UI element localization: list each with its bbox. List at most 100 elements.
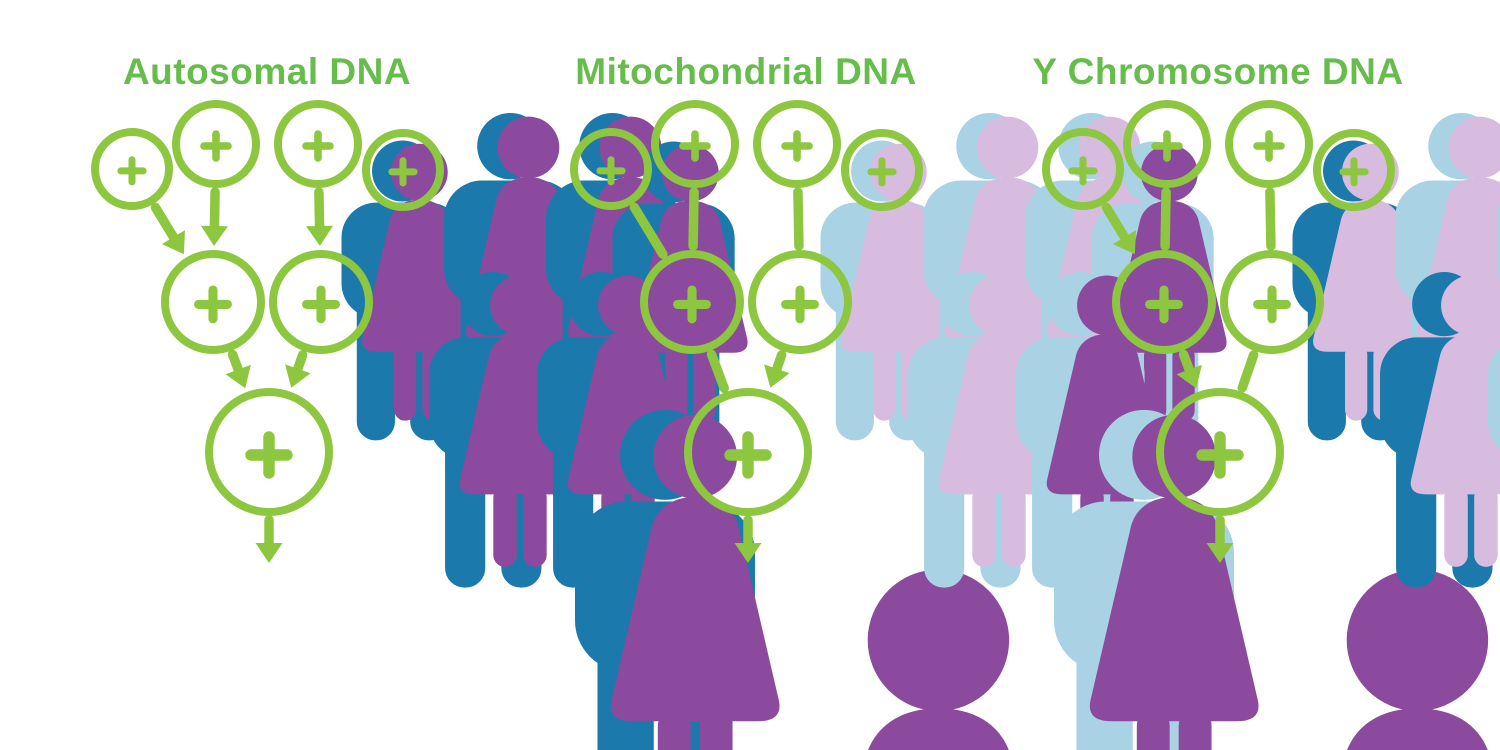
arrowhead-icon	[255, 543, 283, 563]
mitochondrial-tree	[570, 100, 1500, 750]
descent-line	[1265, 187, 1276, 251]
parent-couple-1	[161, 250, 580, 588]
descent-line	[706, 349, 729, 394]
autosomal-tree	[91, 100, 1081, 750]
inheritance-arrow	[734, 515, 762, 563]
parent-couple-2	[1220, 250, 1500, 588]
final-couple	[1156, 388, 1284, 516]
plus-icon	[1253, 285, 1291, 324]
inheritance-arrow	[200, 187, 228, 247]
grandparent-couple-1	[91, 128, 477, 440]
inheritance-arrow	[1206, 515, 1234, 563]
inheritance-arrow	[1176, 349, 1202, 389]
plus-icon	[194, 285, 232, 324]
parent-couple-1	[640, 250, 1059, 588]
y-chromosome-tree	[1042, 100, 1500, 750]
grandparent-couple-3-circle	[1225, 100, 1313, 188]
arrowhead-icon	[306, 225, 334, 247]
plus-icon	[302, 130, 334, 162]
inheritance-arrow	[150, 202, 185, 255]
line-shaft	[706, 349, 729, 394]
descent-line	[1237, 350, 1259, 393]
inheritance-arrow	[285, 350, 311, 388]
descendant-figure	[796, 570, 1081, 750]
grandparent-couple-2-circle	[1123, 100, 1211, 188]
grandparent-couple-4-circle	[362, 129, 444, 211]
parent-couple-2	[269, 250, 688, 588]
inheritance-arrow	[1101, 202, 1136, 255]
arrowhead-icon	[1206, 543, 1234, 563]
grandparent-couple-4-circle	[841, 129, 923, 211]
arrow-shaft	[772, 350, 787, 374]
inheritance-arrow	[255, 515, 283, 563]
plus-icon	[117, 156, 147, 186]
arrow-shaft	[209, 187, 220, 231]
parent-couple-1-circle	[1112, 250, 1216, 354]
descent-line	[688, 187, 699, 251]
arrow-shaft	[150, 202, 179, 242]
line-shaft	[1160, 187, 1171, 251]
descent-line	[629, 202, 668, 259]
plus-icon	[867, 157, 897, 187]
grandparent-couple-4	[841, 129, 1227, 441]
descent-line	[1160, 187, 1171, 251]
grandparent-couple-2-circle	[651, 100, 739, 188]
arrowhead-icon	[161, 230, 185, 255]
parent-couple-1-circle	[640, 250, 744, 354]
arrowhead-icon	[200, 225, 228, 247]
female-figure	[796, 570, 1081, 750]
line-shaft	[1237, 350, 1259, 393]
arrowhead-icon	[1176, 364, 1202, 389]
grandparent-couple-3	[1225, 100, 1500, 439]
plus-icon	[1253, 130, 1285, 162]
grandparent-couple-2	[172, 100, 591, 439]
parent-couple-2-circle	[269, 250, 373, 354]
plus-icon	[200, 130, 232, 162]
arrowhead-icon	[285, 364, 311, 388]
grandparent-couple-1-circle	[1042, 128, 1124, 210]
line-shaft	[629, 202, 668, 259]
plus-icon	[1339, 157, 1369, 187]
grandparent-couple-1	[570, 128, 956, 440]
arrow-shaft	[1101, 202, 1130, 242]
plus-icon	[1145, 285, 1183, 324]
grandparent-couple-1-circle	[570, 128, 652, 210]
inheritance-arrow	[764, 350, 790, 388]
arrowhead-icon	[734, 543, 762, 563]
column-title-y-chromosome: Y Chromosome DNA	[1032, 51, 1403, 92]
plus-icon	[245, 431, 293, 479]
final-couple-circle	[1156, 388, 1284, 516]
final-couple	[205, 388, 780, 750]
inheritance-arrow	[306, 187, 334, 247]
arrowhead-icon	[764, 364, 790, 388]
plus-icon	[673, 285, 711, 324]
plus-icon	[388, 157, 418, 187]
parent-couple-2-circle	[748, 250, 852, 354]
arrowhead-icon	[225, 364, 251, 389]
grandparent-couple-4	[1313, 129, 1395, 211]
parent-couple-1	[1112, 250, 1500, 588]
inheritance-arrow	[225, 349, 251, 389]
arrow-shaft	[314, 187, 325, 231]
grandparent-couple-3-circle	[274, 100, 362, 188]
plus-icon	[724, 431, 772, 479]
plus-icon	[302, 285, 340, 324]
plus-icon	[781, 285, 819, 324]
arrowhead-icon	[1112, 230, 1136, 255]
arrow-shaft	[227, 349, 243, 375]
line-shaft	[688, 187, 699, 251]
final-couple-circle	[205, 388, 333, 516]
grandparent-couple-4	[362, 129, 748, 441]
column-title-autosomal: Autosomal DNA	[123, 51, 411, 92]
descendant-figure	[1275, 570, 1500, 750]
final-couple-circle	[684, 388, 812, 516]
grandparent-couple-4-circle	[1313, 129, 1395, 211]
plus-icon	[781, 130, 813, 162]
grandparent-couple-2	[651, 100, 1070, 439]
plus-icon	[679, 130, 711, 162]
plus-icon	[1151, 130, 1183, 162]
grandparent-couple-2	[1123, 100, 1500, 439]
grandparent-couple-1-circle	[91, 128, 173, 210]
